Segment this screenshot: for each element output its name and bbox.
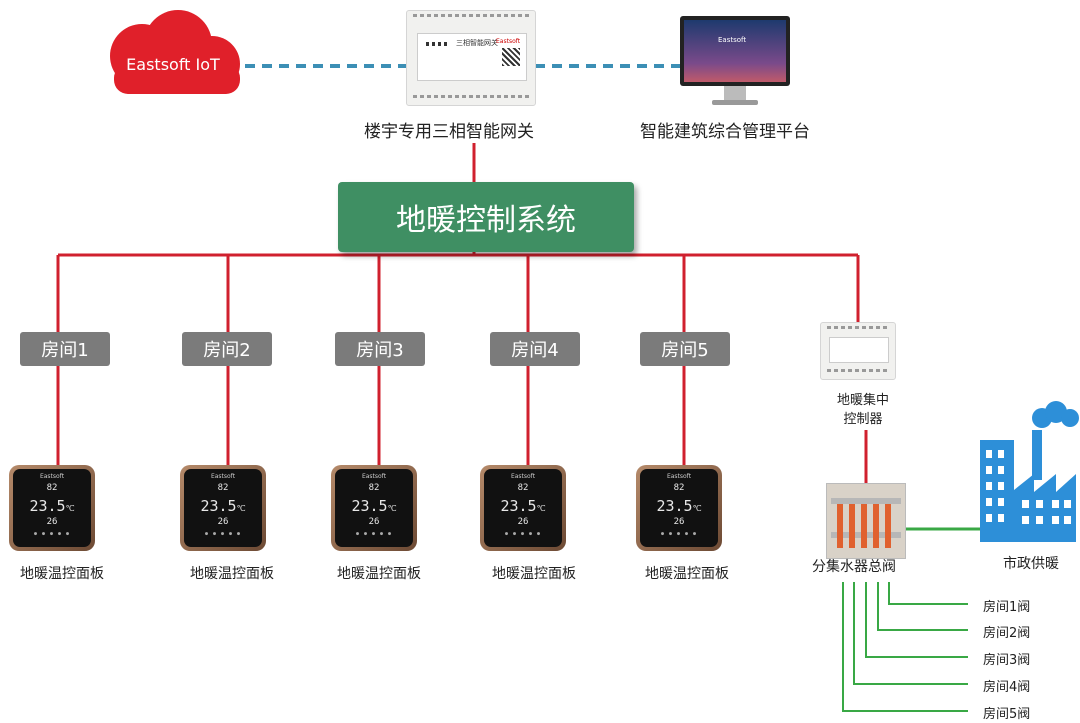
room-2-label: 房间2 <box>182 332 272 366</box>
valve-5-label: 房间5阀 <box>983 707 1031 722</box>
panel-label-1: 地暖温控面板 <box>20 566 104 582</box>
platform-screen-text: Eastsoft <box>718 36 747 44</box>
platform-label: 智能建筑综合管理平台 <box>640 122 810 142</box>
panel-label-2: 地暖温控面板 <box>190 566 274 582</box>
cloud-label: Eastsoft IoT <box>126 55 220 74</box>
municipal-label: 市政供暖 <box>1003 556 1059 572</box>
valve-4-label: 房间4阀 <box>983 680 1031 695</box>
factory-building-icon <box>980 401 1079 542</box>
valve-1-label: 房间1阀 <box>983 600 1031 615</box>
valve-2-label: 房间2阀 <box>983 626 1031 641</box>
valve4-pipe <box>853 582 968 685</box>
gateway-label: 楼宇专用三相智能网关 <box>364 122 534 142</box>
valve3-pipe <box>865 582 968 658</box>
monitor-icon: Eastsoft <box>680 16 790 108</box>
central-controller-image <box>820 322 896 380</box>
valve-3-label: 房间3阀 <box>983 653 1031 668</box>
room-1-label: 房间1 <box>20 332 110 366</box>
room-3-label: 房间3 <box>335 332 425 366</box>
controller-label: 地暖集中控制器 <box>836 393 889 427</box>
panel-label-4: 地暖温控面板 <box>492 566 576 582</box>
valve5-pipe <box>842 582 968 712</box>
qr-code-icon <box>502 48 520 66</box>
valve1-pipe <box>888 582 968 605</box>
gateway-device-title: 三相智能网关 <box>456 39 498 47</box>
gateway-device-image: 三相智能网关 Eastsoft <box>406 10 536 106</box>
panel-label-5: 地暖温控面板 <box>645 566 729 582</box>
valve2-pipe <box>877 582 968 631</box>
panel-label-3: 地暖温控面板 <box>337 566 421 582</box>
cloud-icon <box>110 10 240 94</box>
manifold-image <box>826 483 906 559</box>
gateway-device-brand: Eastsoft <box>496 38 521 45</box>
room-4-label: 房间4 <box>490 332 580 366</box>
system-box: 地暖控制系统 <box>338 182 634 252</box>
manifold-label: 分集水器总阀 <box>812 559 896 575</box>
room-5-label: 房间5 <box>640 332 730 366</box>
